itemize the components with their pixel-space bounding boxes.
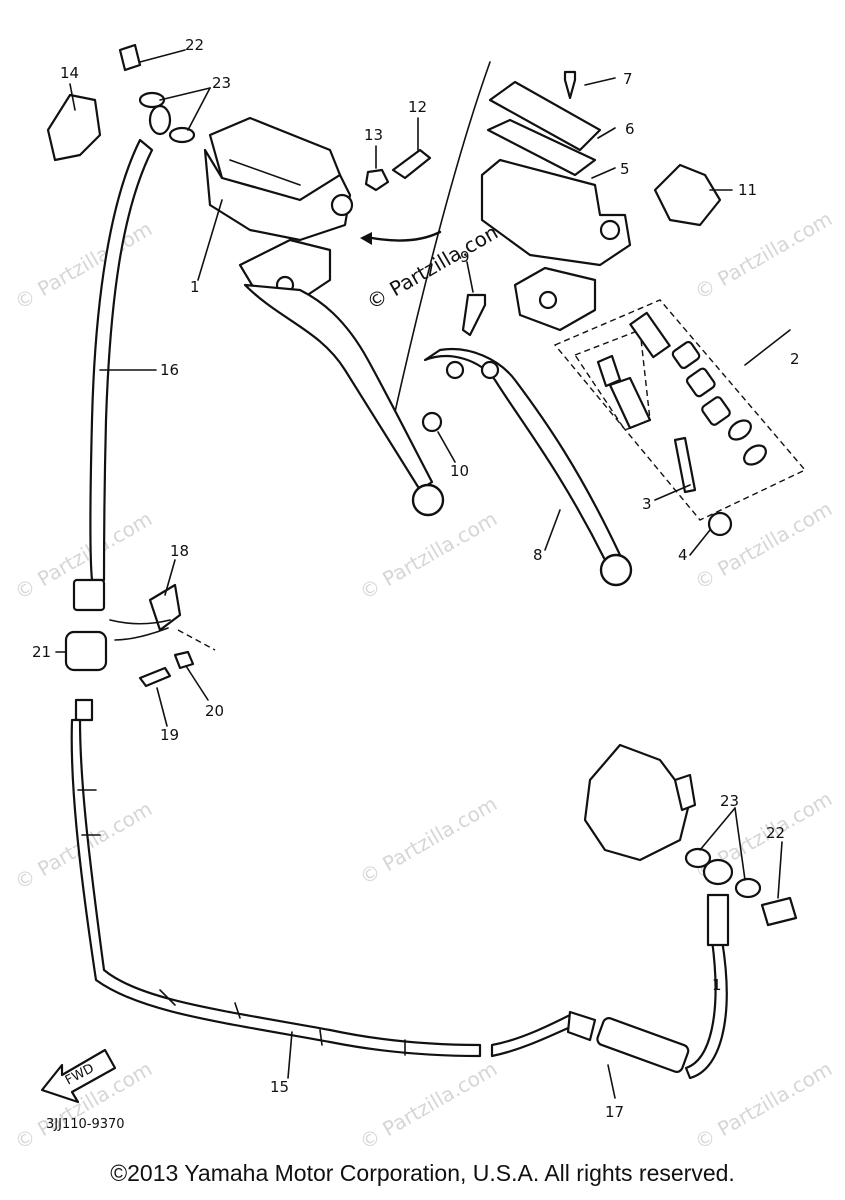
callout-7: 7 bbox=[623, 70, 633, 88]
callout-22-lower: 22 bbox=[766, 824, 785, 842]
callout-10: 10 bbox=[450, 462, 469, 480]
callout-16: 16 bbox=[160, 361, 179, 379]
watermark: © Partzilla.com bbox=[356, 791, 502, 889]
direction-arrow bbox=[370, 230, 442, 242]
watermark: © Partzilla.com bbox=[691, 1056, 837, 1154]
watermark-layer: © Partzilla.com © Partzilla.com © Partzi… bbox=[11, 206, 837, 1154]
nut-13 bbox=[364, 168, 390, 192]
copyright-notice: ©2013 Yamaha Motor Corporation, U.S.A. A… bbox=[110, 1160, 735, 1186]
callout-1: 1 bbox=[190, 278, 200, 296]
callout-23-lower: 23 bbox=[720, 792, 739, 810]
leader-lines bbox=[55, 49, 791, 1099]
caliper bbox=[583, 743, 798, 947]
callout-13: 13 bbox=[364, 126, 383, 144]
piston-kit bbox=[553, 299, 807, 537]
callout-2: 2 bbox=[790, 350, 800, 368]
callout-9: 9 bbox=[460, 248, 470, 266]
callout-23-upper: 23 bbox=[212, 74, 231, 92]
callout-19: 19 bbox=[160, 726, 179, 744]
callout-8: 8 bbox=[533, 546, 543, 564]
brake-hose-upper bbox=[46, 43, 196, 672]
watermark: © Partzilla.com bbox=[11, 216, 157, 314]
callout-11: 11 bbox=[738, 181, 757, 199]
callout-22-upper: 22 bbox=[185, 36, 204, 54]
callout-17: 17 bbox=[605, 1103, 624, 1121]
watermark: © Partzilla.com bbox=[356, 1056, 502, 1154]
callout-12: 12 bbox=[408, 98, 427, 116]
callout-4: 4 bbox=[678, 546, 688, 564]
watermark-center: © Partzilla.com bbox=[363, 216, 509, 314]
brake-hose-lower bbox=[70, 698, 728, 1080]
callout-20: 20 bbox=[205, 702, 224, 720]
watermark: © Partzilla.com bbox=[691, 496, 837, 594]
watermark: © Partzilla.com bbox=[691, 206, 837, 304]
callout-18: 18 bbox=[170, 542, 189, 560]
callout-labels: 1 2 3 4 5 6 7 8 9 10 11 12 13 14 15 16 1… bbox=[32, 36, 800, 1132]
brake-switch bbox=[653, 163, 722, 227]
callout-3: 3 bbox=[642, 495, 652, 513]
callout-15: 15 bbox=[270, 1078, 289, 1096]
callout-21: 21 bbox=[32, 643, 51, 661]
master-cylinder-right bbox=[421, 70, 633, 587]
callout-1-lower: 1 bbox=[712, 976, 722, 994]
master-cylinder-left bbox=[203, 116, 445, 517]
callout-6: 6 bbox=[625, 120, 635, 138]
direction-arrow-head bbox=[360, 232, 372, 245]
diagram-code: 3JJ110-9370 bbox=[46, 1117, 125, 1132]
hose-clamp bbox=[109, 583, 216, 688]
bolt-12 bbox=[391, 148, 432, 180]
watermark: © Partzilla.com bbox=[356, 506, 502, 604]
callout-14: 14 bbox=[60, 64, 79, 82]
callout-5: 5 bbox=[620, 160, 630, 178]
